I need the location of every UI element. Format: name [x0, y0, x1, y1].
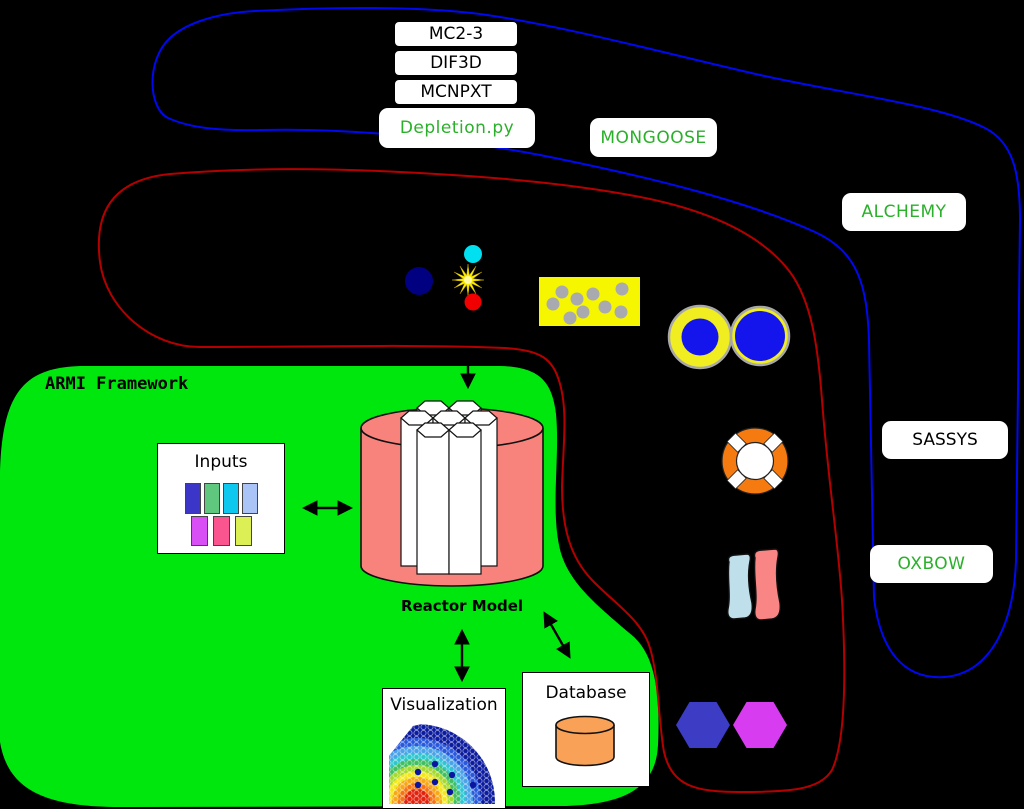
code-box-mc2-3-label: MC2-3	[428, 24, 484, 44]
fission-star-core	[464, 276, 472, 284]
armi-framework-label: ARMI Framework	[45, 374, 189, 394]
code-box-mcnpxt: MCNPXT	[394, 79, 518, 105]
database-cylinder-icon	[555, 715, 615, 767]
lifebuoy-icon	[721, 427, 789, 495]
visualization-panel: Visualization	[382, 688, 506, 809]
neutron-scatter-icon	[539, 277, 640, 326]
hex-assemblies	[400, 400, 498, 575]
neutron-cyan-circle	[464, 245, 482, 263]
hex-block-blue-icon	[676, 702, 730, 748]
visualization-title: Visualization	[390, 695, 498, 715]
hex-flux-plot	[389, 719, 503, 804]
code-box-sassys-label: SASSYS	[912, 430, 978, 450]
inputs-panel: Inputs	[157, 443, 285, 554]
input-swatch	[223, 483, 239, 514]
fuel-pin-annular-icon	[667, 304, 733, 370]
input-swatch	[204, 483, 220, 514]
input-swatch	[213, 516, 230, 546]
reactor-core-model	[360, 400, 544, 587]
input-swatch	[191, 516, 208, 546]
code-box-mongoose-label: MONGOOSE	[600, 127, 707, 148]
database-panel: Database	[522, 672, 650, 787]
inputs-title: Inputs	[194, 452, 248, 472]
code-box-oxbow: OXBOW	[870, 545, 993, 583]
fission-icon	[405, 245, 485, 311]
database-title: Database	[545, 683, 627, 703]
hex-block-magenta-icon	[733, 702, 787, 748]
code-box-dif3d-label: DIF3D	[430, 53, 482, 73]
fuel-pin-solid-icon	[729, 305, 791, 367]
duct-bowing-blue-icon	[727, 553, 753, 620]
code-box-mcnpxt-label: MCNPXT	[420, 82, 492, 102]
input-swatch	[242, 483, 258, 514]
code-box-mc2-3: MC2-3	[394, 21, 518, 47]
code-box-alchemy-label: ALCHEMY	[861, 202, 947, 222]
code-box-sassys: SASSYS	[882, 421, 1008, 459]
code-box-dif3d: DIF3D	[394, 50, 518, 76]
reactor-model-label: Reactor Model	[400, 597, 524, 615]
code-box-alchemy: ALCHEMY	[842, 193, 966, 231]
code-box-mongoose: MONGOOSE	[590, 118, 717, 157]
outer-blue-outline	[151, 6, 1022, 679]
nucleus-circle	[405, 267, 433, 295]
duct-bowing-pink-icon	[753, 548, 781, 621]
code-box-oxbow-label: OXBOW	[897, 554, 966, 574]
input-swatch	[185, 483, 201, 514]
code-box-depletion-py: Depletion.py	[379, 108, 535, 148]
reactor-database-arrow	[543, 611, 571, 659]
input-swatch	[235, 516, 252, 546]
code-box-depletion-py-label: Depletion.py	[399, 118, 515, 138]
fission-red-circle	[464, 293, 482, 311]
inner-red-outline	[97, 168, 846, 794]
